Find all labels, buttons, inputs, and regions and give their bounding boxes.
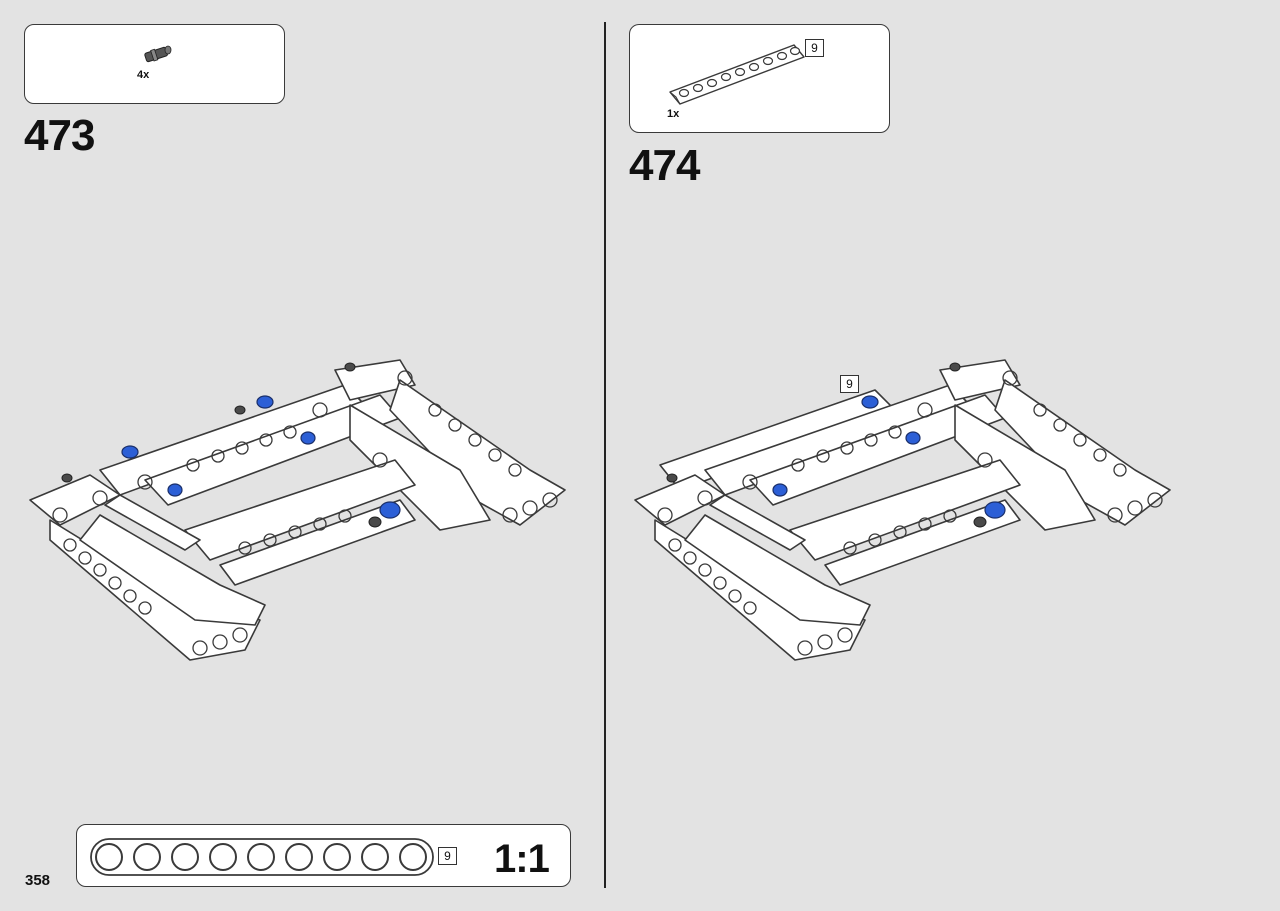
page-divider (604, 22, 606, 888)
step-473-parts-callout: 4x (24, 24, 285, 104)
assembly-illustration (634, 359, 1171, 661)
beam-length-label: 9 (805, 39, 824, 57)
assembly-illustration (29, 359, 566, 661)
step-474-parts-callout: 9 1x (629, 24, 890, 133)
technic-beam-9-icon (90, 838, 434, 876)
connector-peg-icon (144, 45, 172, 63)
placement-length-label: 9 (840, 375, 859, 393)
scale-guide: 9 1:1 (76, 824, 571, 887)
step-number: 473 (24, 111, 95, 160)
beam-length-label: 9 (438, 847, 457, 865)
technic-beam-icon (669, 44, 805, 105)
scale-ratio: 1:1 (494, 837, 550, 881)
part-quantity: 1x (667, 108, 680, 120)
part-quantity: 4x (137, 69, 150, 81)
step-number: 474 (629, 141, 700, 190)
page-number: 358 (25, 872, 51, 889)
